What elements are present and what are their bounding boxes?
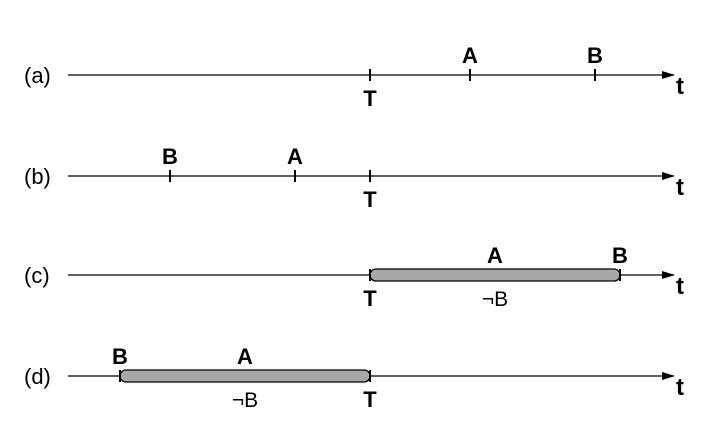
timeline-row: (c) t A ¬B T B bbox=[24, 243, 684, 311]
axis-label-t: t bbox=[676, 174, 684, 201]
tick-label-t: T bbox=[363, 86, 377, 111]
tick-label-b: B bbox=[162, 144, 178, 169]
axis-label-t: t bbox=[676, 374, 684, 401]
timeline-row: (a) t T A B bbox=[24, 43, 684, 111]
row-label: (c) bbox=[24, 263, 50, 288]
tick-label-b: B bbox=[112, 344, 128, 369]
tick-label-t: T bbox=[363, 286, 377, 311]
tick-label-b: B bbox=[587, 43, 603, 68]
interval-bar bbox=[369, 268, 621, 282]
row-label: (a) bbox=[24, 63, 51, 88]
timeline-row: (d) t A ¬B B T bbox=[24, 344, 684, 412]
interval-label-above: A bbox=[487, 243, 503, 268]
tick-label-t: T bbox=[363, 187, 377, 212]
tick-label-b: B bbox=[612, 243, 628, 268]
axis-label-t: t bbox=[676, 273, 684, 300]
timeline-row: (b) t B A T bbox=[24, 144, 684, 212]
axis-label-t: t bbox=[676, 73, 684, 100]
interval-label-below: ¬B bbox=[482, 288, 508, 311]
interval-label-below: ¬B bbox=[232, 389, 258, 412]
row-label: (b) bbox=[24, 164, 51, 189]
row-label: (d) bbox=[24, 364, 51, 389]
tick-label-a: A bbox=[287, 144, 303, 169]
tick-label-t: T bbox=[363, 387, 377, 412]
tick-label-a: A bbox=[462, 43, 478, 68]
interval-bar bbox=[119, 369, 371, 383]
interval-label-above: A bbox=[237, 344, 253, 369]
